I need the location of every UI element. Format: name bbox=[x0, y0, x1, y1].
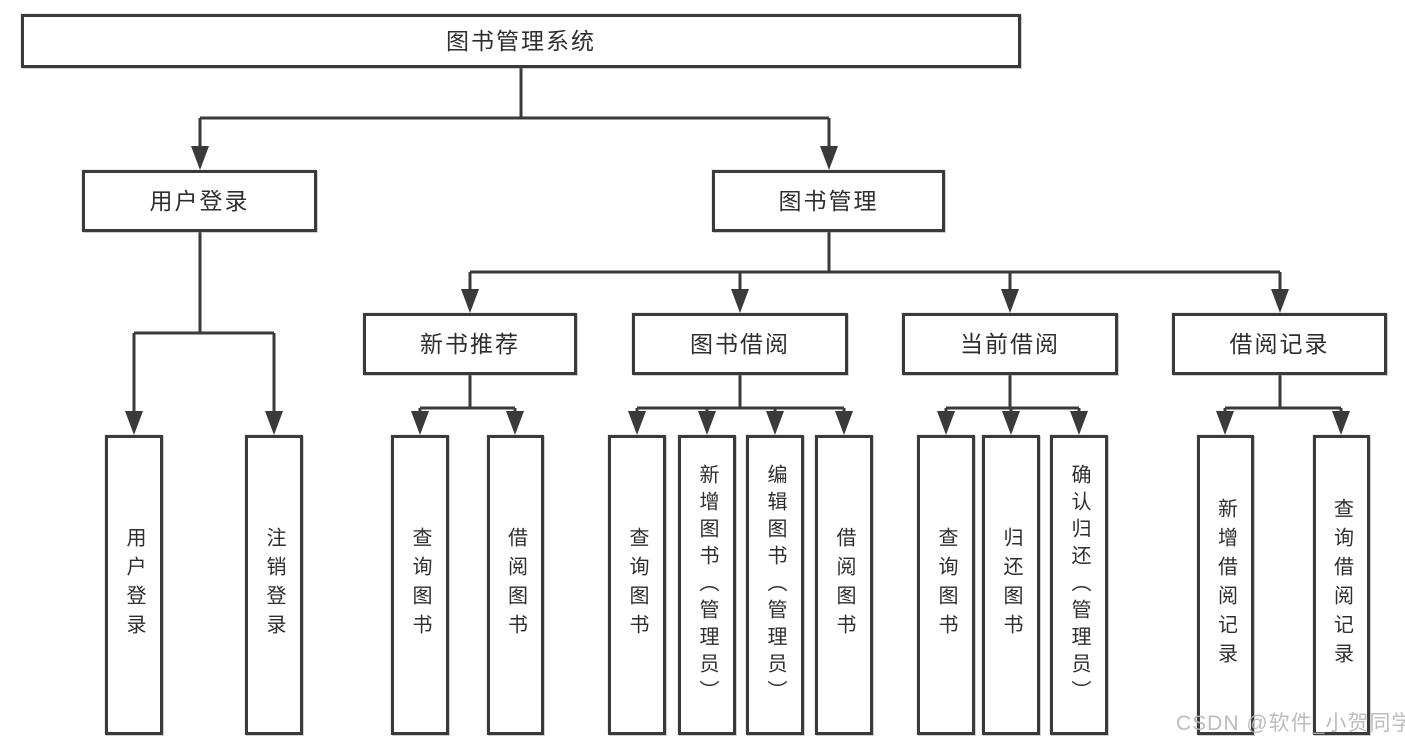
leaf-borrow-book-label: 借阅图书 bbox=[833, 527, 855, 643]
leaf-current-query-books: 查询图书 bbox=[917, 435, 975, 735]
watermark: CSDN @软件_小贺同学 bbox=[1176, 712, 1405, 735]
leaf-borrow-book: 借阅图书 bbox=[815, 435, 873, 735]
node-borrow-records: 借阅记录 bbox=[1172, 313, 1387, 375]
leaf-return-book: 归还图书 bbox=[982, 435, 1040, 735]
leaf-edit-book-admin-label: 编辑图书（管理员） bbox=[764, 463, 786, 707]
leaf-logout: 注销登录 bbox=[245, 435, 303, 735]
leaf-newbooks-borrow-book-label: 借阅图书 bbox=[504, 527, 527, 643]
leaf-borrow-query-books: 查询图书 bbox=[608, 435, 666, 735]
leaf-newbooks-query-books: 查询图书 bbox=[391, 435, 449, 735]
leaf-current-query-books-label: 查询图书 bbox=[935, 527, 957, 643]
node-book-management: 图书管理 bbox=[712, 170, 945, 232]
node-current-borrow: 当前借阅 bbox=[902, 313, 1118, 375]
leaf-logout-label: 注销登录 bbox=[263, 527, 285, 643]
node-user-login-label: 用户登录 bbox=[149, 187, 250, 214]
leaf-add-borrow-record-label: 新增借阅记录 bbox=[1214, 498, 1237, 672]
leaf-newbooks-query-books-label: 查询图书 bbox=[409, 527, 431, 643]
leaf-return-book-label: 归还图书 bbox=[1000, 527, 1022, 643]
node-user-login: 用户登录 bbox=[82, 170, 317, 232]
leaf-user-login-label: 用户登录 bbox=[123, 527, 145, 643]
node-current-borrow-label: 当前借阅 bbox=[960, 330, 1060, 357]
node-book-borrow: 图书借阅 bbox=[632, 313, 848, 375]
leaf-confirm-return-admin-label: 确认归还（管理员） bbox=[1068, 463, 1090, 707]
node-new-book-recommend-label: 新书推荐 bbox=[420, 330, 520, 357]
leaf-add-book-admin-label: 新增图书（管理员） bbox=[696, 463, 718, 707]
leaf-edit-book-admin: 编辑图书（管理员） bbox=[746, 435, 804, 735]
leaf-add-book-admin: 新增图书（管理员） bbox=[678, 435, 736, 735]
node-borrow-records-label: 借阅记录 bbox=[1229, 330, 1330, 357]
leaf-newbooks-borrow-book: 借阅图书 bbox=[487, 435, 544, 735]
leaf-query-borrow-record: 查询借阅记录 bbox=[1313, 435, 1370, 735]
leaf-user-login: 用户登录 bbox=[105, 435, 163, 735]
leaf-confirm-return-admin: 确认归还（管理员） bbox=[1050, 435, 1108, 735]
leaf-query-borrow-record-label: 查询借阅记录 bbox=[1330, 498, 1353, 672]
node-new-book-recommend: 新书推荐 bbox=[363, 313, 577, 375]
node-book-management-label: 图书管理 bbox=[778, 187, 879, 214]
leaf-borrow-query-books-label: 查询图书 bbox=[626, 527, 648, 643]
leaf-add-borrow-record: 新增借阅记录 bbox=[1197, 435, 1254, 735]
node-book-borrow-label: 图书借阅 bbox=[690, 330, 790, 357]
node-root: 图书管理系统 bbox=[21, 14, 1021, 68]
node-root-label: 图书管理系统 bbox=[446, 27, 596, 54]
